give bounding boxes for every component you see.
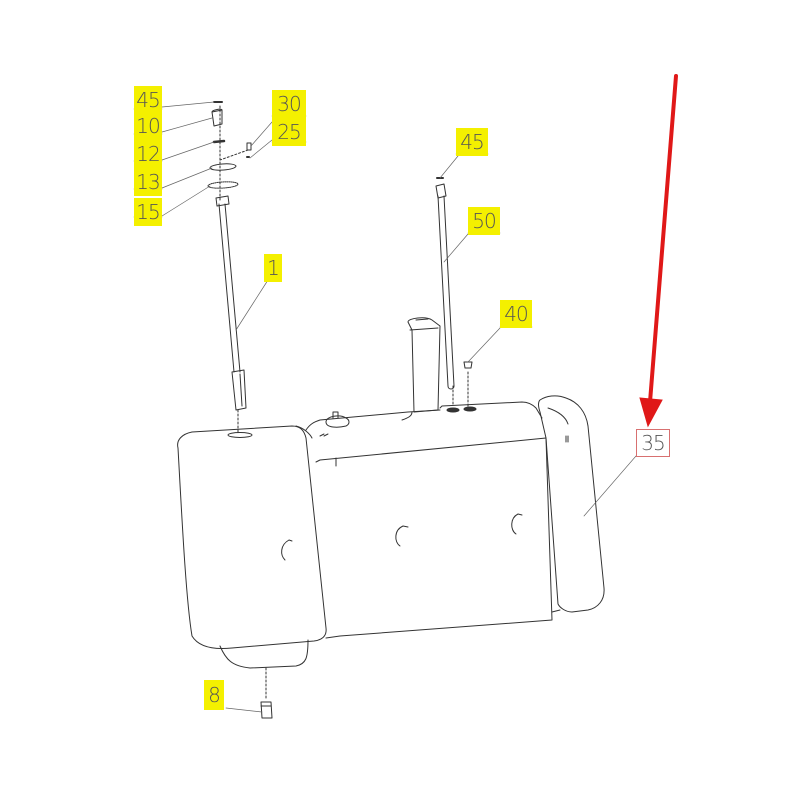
- washer-15: [207, 181, 239, 189]
- callout-15: 15: [134, 198, 162, 226]
- callout-40: 40: [500, 300, 532, 328]
- callout-12: 12: [134, 140, 162, 168]
- tank-middle-body: [315, 437, 553, 639]
- tank-left-module: [177, 425, 327, 649]
- callout-10: 10: [134, 112, 162, 140]
- callout-8: 8: [204, 680, 224, 710]
- callout-45-top-left: 45: [134, 86, 162, 114]
- callout-13: 13: [134, 168, 162, 196]
- washer-13: [209, 163, 237, 171]
- callout-30: 30: [272, 90, 306, 118]
- filler-neck: [407, 317, 441, 413]
- tank-sump: [219, 639, 309, 669]
- nut-40: [463, 361, 473, 369]
- callout-45-top-right: 45: [456, 128, 488, 156]
- callout-25: 25: [272, 118, 306, 146]
- drain-plug-8: [260, 701, 273, 719]
- callout-35-highlighted: 35: [636, 429, 670, 457]
- dipstick-rod: [218, 203, 241, 373]
- callout-50: 50: [468, 207, 500, 235]
- dipstick-handle: [231, 369, 247, 411]
- sender-rod: [437, 195, 455, 387]
- highlight-arrow: [639, 74, 678, 428]
- tank-right-module: [538, 395, 605, 613]
- callout-1: 1: [264, 254, 282, 282]
